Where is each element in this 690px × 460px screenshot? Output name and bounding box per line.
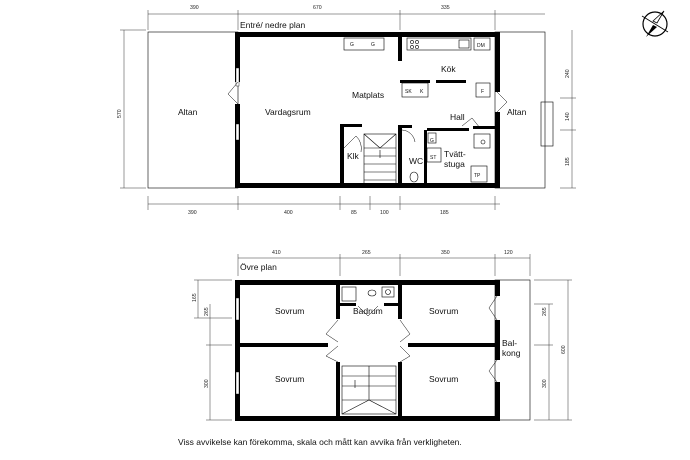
fixture-g3: G	[430, 138, 434, 144]
lower-top-dimensions: 390 670 335	[147, 5, 545, 30]
upper-dim-right-outer: 600	[561, 345, 567, 354]
upper-dim-left-2: 265	[204, 307, 210, 316]
upper-window-left-1	[235, 297, 240, 321]
upper-dim-right-1: 265	[542, 307, 548, 316]
dim-right-3: 185	[565, 157, 571, 166]
fixture-st: ST	[430, 155, 436, 161]
lower-doors	[227, 81, 508, 153]
wc-laundry-fixtures	[409, 132, 491, 183]
upper-dim-top-4: 120	[504, 250, 513, 256]
fixture-dm: DM	[477, 43, 485, 49]
dim-bottom-5: 185	[440, 210, 449, 216]
room-kok: Kök	[441, 64, 456, 74]
upper-walls	[235, 280, 500, 421]
fixture-tp: TP	[474, 173, 481, 179]
altan-right-step	[540, 101, 554, 147]
kitchen-fixtures	[343, 37, 491, 98]
altan-right-outline	[494, 31, 546, 189]
room-tvattstuga-line2: stuga	[444, 159, 465, 169]
room-tvattstuga-line1: Tvätt-	[444, 149, 466, 159]
room-vardagsrum: Vardagsrum	[265, 107, 311, 117]
upper-dim-top-3: 350	[441, 250, 450, 256]
fixture-g1: G	[350, 42, 354, 48]
window-left-1	[235, 67, 240, 87]
upper-window-left-2	[235, 371, 240, 395]
upper-right-dimensions: 265 300 600	[534, 279, 572, 421]
dim-bottom-4: 100	[380, 210, 389, 216]
lower-bottom-dimensions: 390 400 85 100 185	[147, 196, 500, 216]
fixture-k: K	[420, 89, 424, 95]
dim-right-2: 140	[565, 112, 571, 121]
room-sovrum-bottom-right: Sovrum	[429, 374, 458, 384]
lower-plan-title: Entré/ nedre plan	[240, 20, 305, 30]
badrum-fixtures	[341, 286, 395, 302]
upper-dim-left-1: 165	[192, 293, 198, 302]
upper-left-dimensions: 165 265 300	[192, 279, 232, 421]
room-sovrum-bottom-left: Sovrum	[275, 374, 304, 384]
room-altan-right: Altan	[507, 107, 527, 117]
lower-left-dimension: 570	[117, 29, 146, 189]
room-badrum: Badrum	[353, 306, 383, 316]
dim-top-3: 335	[441, 5, 450, 11]
upper-doors	[325, 295, 498, 383]
room-sovrum-top-left: Sovrum	[275, 306, 304, 316]
upper-dim-top-2: 265	[362, 250, 371, 256]
lower-right-dimensions: 240 140 185	[560, 30, 576, 189]
window-left-2	[235, 123, 240, 141]
dim-bottom-3: 85	[351, 210, 357, 216]
dim-top-1: 390	[190, 5, 199, 11]
room-klk: Klk	[347, 151, 360, 161]
room-altan-left: Altan	[178, 107, 198, 117]
room-balkong-line1: Bal-	[502, 338, 517, 348]
fixture-f: F	[481, 89, 484, 95]
dim-left: 570	[117, 109, 123, 118]
lower-walls	[235, 32, 500, 188]
room-hall: Hall	[450, 112, 465, 122]
upper-dim-top-1: 410	[272, 250, 281, 256]
room-wc: WC	[409, 156, 423, 166]
dim-right-1: 240	[565, 69, 571, 78]
room-matplats: Matplats	[352, 90, 384, 100]
room-sovrum-top-right: Sovrum	[429, 306, 458, 316]
dim-top-2: 670	[313, 5, 322, 11]
upper-dim-right-2: 300	[542, 379, 548, 388]
dim-bottom-1: 390	[188, 210, 197, 216]
room-balkong-line2: kong	[502, 348, 521, 358]
dim-bottom-2: 400	[284, 210, 293, 216]
fixture-g2: G	[371, 42, 375, 48]
lower-stairs	[363, 133, 397, 187]
upper-plan-title: Övre plan	[240, 262, 277, 272]
upper-stairs	[341, 365, 397, 415]
upper-dim-left-3: 300	[204, 379, 210, 388]
compass-rose-icon	[641, 10, 669, 37]
fixture-sk: SK	[405, 89, 412, 95]
upper-top-dimensions: 410 265 350 120	[237, 250, 531, 276]
disclaimer-note: Viss avvikelse kan förekomma, skala och …	[178, 437, 462, 447]
